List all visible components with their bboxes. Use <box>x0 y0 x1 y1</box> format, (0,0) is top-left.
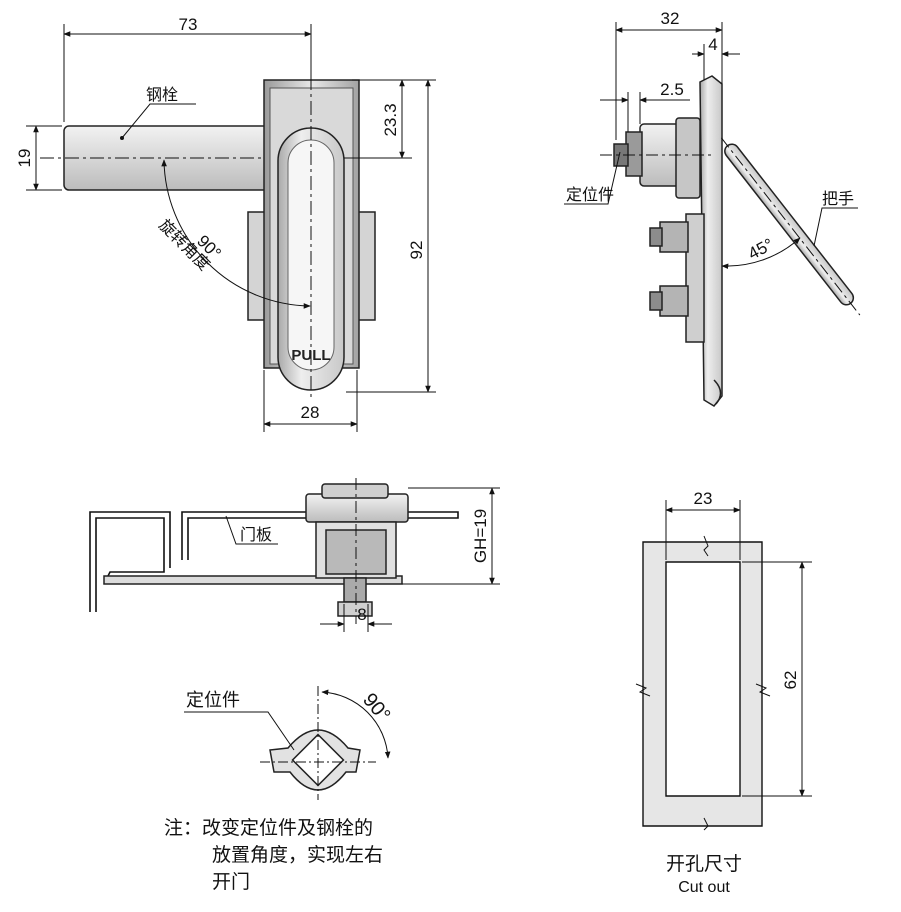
handle-label: 把手 <box>822 189 854 208</box>
side-locator-label: 定位件 <box>566 185 614 204</box>
dim-28: 28 <box>301 403 320 422</box>
screw-upper <box>659 221 689 253</box>
note-line-2: 放置角度，实现左右 <box>212 844 383 866</box>
dim-2-5: 2.5 <box>660 80 684 99</box>
dim-92: 92 <box>407 241 426 260</box>
dim-gh: GH=19 <box>471 509 490 563</box>
dim-8: 8 <box>357 605 366 624</box>
door-panel <box>89 511 459 612</box>
mount-plate <box>699 75 723 407</box>
dim-32: 32 <box>661 9 680 28</box>
cutout-dim-width: 23 <box>694 489 713 508</box>
dim-23-3: 23.3 <box>381 103 400 136</box>
screw-lower <box>659 285 689 317</box>
cutout-dim-height: 62 <box>781 671 800 690</box>
note-line-1: 注：改变定位件及钢栓的 <box>164 817 373 839</box>
front-view: PULL 73 19 23.3 92 28 钢栓 90° 旋转角度 <box>15 15 436 432</box>
cutout-title-en: Cut out <box>678 879 730 896</box>
side-bracket <box>685 213 705 343</box>
dim-73: 73 <box>179 15 198 34</box>
bolt-label: 钢栓 <box>146 85 178 104</box>
cutout-view: 23 62 开孔尺寸 Cut out <box>635 489 812 896</box>
cutout-title-cn: 开孔尺寸 <box>666 853 742 875</box>
mount-bar <box>103 575 403 585</box>
locator-label: 定位件 <box>186 690 240 711</box>
dim-4: 4 <box>708 35 717 54</box>
locator-detail: 定位件 90° 注：改变定位件及钢栓的 放置角度，实现左右 开门 <box>164 686 394 893</box>
section-view: 门板 GH=19 8 <box>89 478 500 632</box>
locator-angle-value: 90° <box>358 689 394 726</box>
handle-pull-text: PULL <box>291 347 330 364</box>
cutout-frame <box>642 541 763 827</box>
handle-angle-value: 45° <box>745 235 777 264</box>
note-line-3: 开门 <box>212 871 250 893</box>
panel-label: 门板 <box>240 525 272 544</box>
side-view: 32 4 2.5 45° 定位件 把手 <box>564 9 861 407</box>
dim-19: 19 <box>15 149 34 168</box>
